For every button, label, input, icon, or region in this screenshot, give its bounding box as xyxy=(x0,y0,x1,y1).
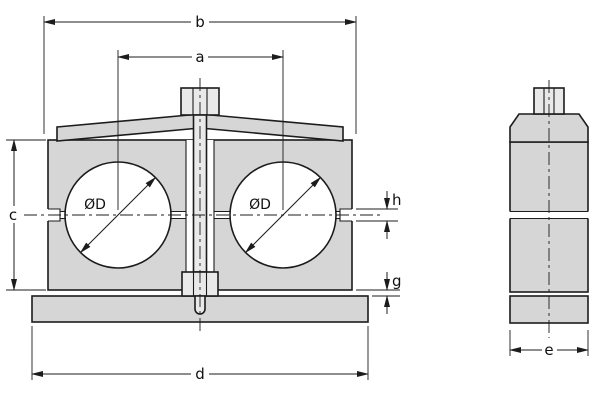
dim-c-label: c xyxy=(9,206,17,224)
dim-e-label: e xyxy=(544,341,553,359)
bore-left-diameter-line xyxy=(79,176,157,254)
dim-h-label: h xyxy=(392,191,402,209)
bore-left-annotation: ØD xyxy=(79,176,157,254)
centerlines-front xyxy=(24,78,380,334)
dim-c-label-mask xyxy=(5,206,22,223)
dimension-g: g xyxy=(356,272,402,314)
dim-g-label: g xyxy=(392,272,402,290)
bore-left-label-mask xyxy=(80,196,110,212)
dim-b-label-mask xyxy=(191,13,209,30)
bore-right-label-mask xyxy=(245,196,275,212)
dim-a-label: a xyxy=(195,48,204,66)
bore-right-annotation: ØD xyxy=(244,176,322,254)
dimension-a: a xyxy=(117,48,284,210)
dim-e-label-mask xyxy=(542,341,557,357)
dim-d-label: d xyxy=(195,365,205,383)
bore-right-label: ØD xyxy=(249,197,271,213)
dimension-e: e xyxy=(509,330,589,359)
dimension-b: b xyxy=(43,13,357,134)
dim-b-label: b xyxy=(195,13,205,31)
dimension-d: d xyxy=(31,326,369,383)
hex-head xyxy=(180,87,220,116)
front-view: ØD ØD b a xyxy=(5,13,402,383)
side-view: e xyxy=(506,80,592,359)
dimension-c: c xyxy=(5,139,46,291)
side-split-gap-band xyxy=(506,211,592,219)
dimension-h: h xyxy=(356,191,402,239)
dim-a-label-mask xyxy=(192,48,208,65)
bore-left-label: ØD xyxy=(84,197,106,213)
dim-d-label-mask xyxy=(191,365,209,382)
